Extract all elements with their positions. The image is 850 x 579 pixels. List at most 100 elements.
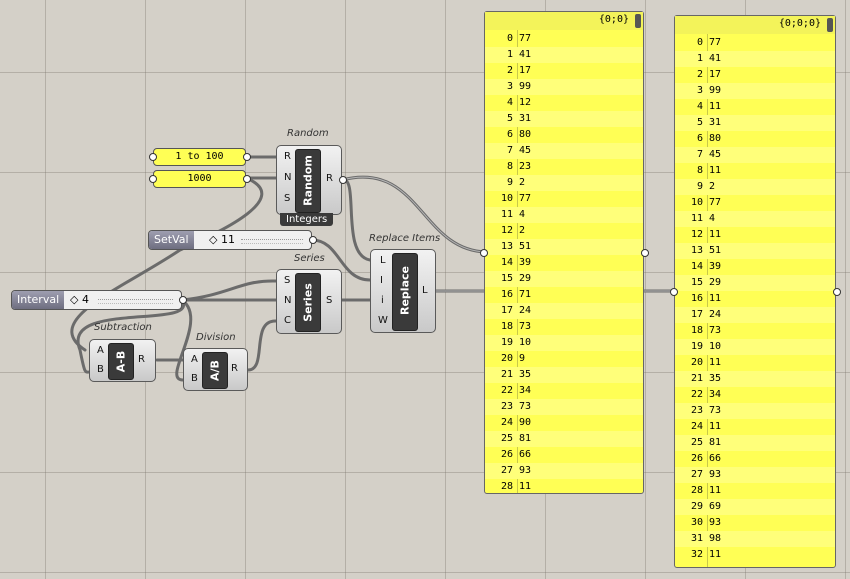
division-port-out[interactable]: R (231, 363, 238, 374)
count-input-nub[interactable] (149, 175, 157, 183)
list-item-index: 20 (690, 357, 703, 368)
list-item-value: 4 (709, 213, 716, 224)
random-port-n[interactable]: N (284, 172, 292, 183)
list-item-value: 11 (709, 421, 722, 432)
series-component[interactable]: S N C Series S (276, 269, 342, 334)
setval-out-nub[interactable] (309, 236, 317, 244)
list-item-index: 22 (500, 385, 513, 396)
subtraction-port-a[interactable]: A (97, 345, 104, 356)
subtraction-component[interactable]: A B A-B R (89, 339, 156, 382)
division-port-b[interactable]: B (191, 373, 198, 384)
replace-port-l[interactable]: L (380, 255, 386, 266)
list-item-value: 10 (519, 337, 532, 348)
list-item-value: 31 (709, 117, 722, 128)
list-item-index: 12 (500, 225, 513, 236)
list-item-value: 11 (519, 481, 532, 492)
series-port-out[interactable]: S (326, 295, 333, 306)
replace-core: Replace (392, 253, 418, 331)
division-port-a[interactable]: A (191, 354, 198, 365)
list-panel-2-scrollbar[interactable] (827, 18, 833, 32)
replace-port-i[interactable]: I (380, 275, 383, 286)
division-name: A/B (208, 360, 222, 381)
list-item-index: 29 (690, 501, 703, 512)
list-item-index: 7 (696, 149, 703, 160)
random-port-out[interactable]: R (326, 173, 333, 184)
list-item-value: 12 (519, 97, 532, 108)
list-item-index: 19 (690, 341, 703, 352)
random-port-s[interactable]: S (284, 193, 291, 204)
list-item-value: 99 (519, 81, 532, 92)
list-item-value: 11 (709, 485, 722, 496)
list-item-value: 93 (709, 469, 722, 480)
list-item-value: 11 (709, 357, 722, 368)
interval-out-nub[interactable] (179, 296, 187, 304)
random-out-nub[interactable] (339, 176, 347, 184)
subtraction-port-out[interactable]: R (138, 354, 145, 365)
list-item-index: 26 (690, 453, 703, 464)
setval-track[interactable] (241, 239, 303, 244)
list-item: 8 23 (485, 159, 643, 175)
series-port-n[interactable]: N (284, 295, 292, 306)
replace-port-i-lower[interactable]: i (381, 295, 384, 306)
list-item-index: 10 (500, 193, 513, 204)
range-panel[interactable]: 1 to 100 (153, 148, 246, 166)
range-output-nub[interactable] (243, 153, 251, 161)
subtraction-port-b[interactable]: B (97, 364, 104, 375)
division-component[interactable]: A B A/B R (183, 348, 248, 391)
interval-track[interactable] (98, 299, 173, 304)
random-core: Random (295, 149, 321, 213)
list-panel-2-out-nub[interactable] (833, 288, 841, 296)
list-item-value: 23 (519, 161, 532, 172)
replace-component[interactable]: L I i W Replace L (370, 249, 436, 333)
list-item-value: 93 (709, 517, 722, 528)
replace-port-w[interactable]: W (378, 315, 388, 326)
list-item-index: 8 (506, 161, 513, 172)
list-panel-1-scrollbar[interactable] (635, 14, 641, 28)
replace-port-out[interactable]: L (422, 285, 428, 296)
list-panel-2-in-nub[interactable] (670, 288, 678, 296)
list-item-value: 34 (519, 385, 532, 396)
list-item-value: 11 (709, 549, 722, 560)
list-item-value: 17 (519, 65, 532, 76)
count-output-nub[interactable] (243, 175, 251, 183)
subtraction-name: A-B (114, 350, 128, 373)
random-port-r[interactable]: R (284, 151, 291, 162)
list-item-value: 2 (519, 225, 526, 236)
interval-slider[interactable]: Interval ◇ 4 (11, 290, 182, 310)
list-panel-1-in-nub[interactable] (480, 249, 488, 257)
list-item-index: 27 (500, 465, 513, 476)
count-panel[interactable]: 1000 (153, 170, 246, 188)
list-item-value: 71 (519, 289, 532, 300)
list-item-value: 98 (709, 533, 722, 544)
series-port-c[interactable]: C (284, 315, 291, 326)
setval-slider[interactable]: SetVal ◇ 11 (148, 230, 312, 250)
series-port-s[interactable]: S (284, 275, 291, 286)
list-panel-1-out-nub[interactable] (641, 249, 649, 257)
replace-name: Replace (398, 266, 412, 315)
range-input-nub[interactable] (149, 153, 157, 161)
random-component[interactable]: R N S Random R (276, 145, 342, 215)
list-item-value: 45 (709, 149, 722, 160)
list-item-index: 30 (690, 517, 703, 528)
list-item-value: 73 (709, 325, 722, 336)
